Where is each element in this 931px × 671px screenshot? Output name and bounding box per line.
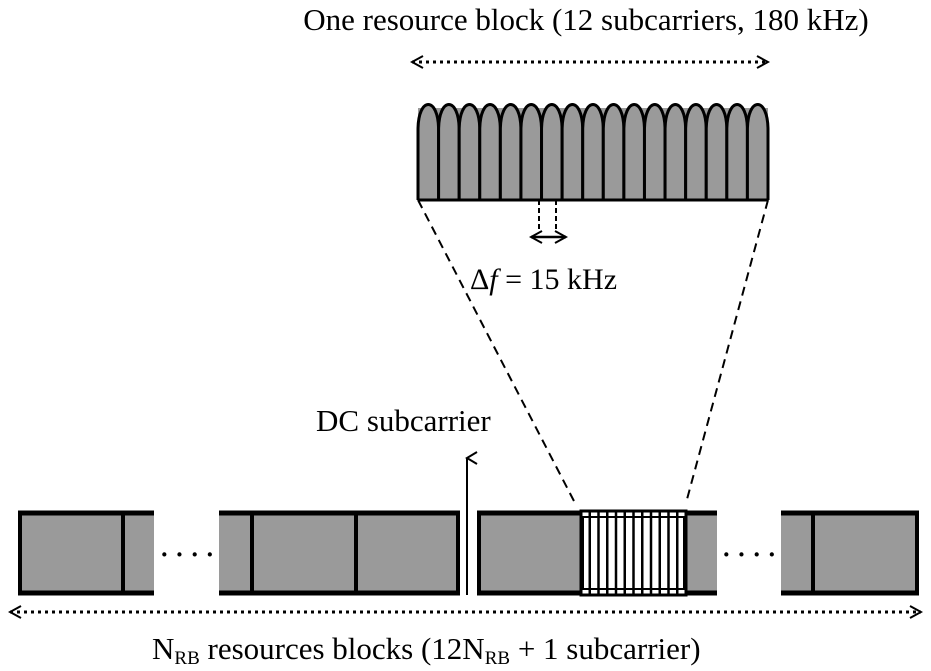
subcarrier-hump — [478, 103, 502, 200]
resource-block-row — [18, 509, 919, 597]
subcarrier-hump — [581, 103, 605, 200]
ellipsis-right: · · · · — [722, 540, 776, 569]
dc-subcarrier-label: DC subcarrier — [316, 403, 491, 438]
bandwidth-label-part1: N — [152, 631, 175, 666]
resource-block-segment — [18, 511, 154, 595]
subcarrier-hump — [560, 103, 585, 200]
resource-block-segment — [219, 511, 460, 595]
frequency-variable: f — [489, 263, 498, 296]
subcarrier-hump — [684, 103, 708, 200]
bandwidth-label-part3: + 1 subcarrier) — [510, 631, 701, 666]
subcarrier-hump — [457, 103, 482, 200]
subcarrier-spacing-label: Δf = 15 kHz — [470, 265, 617, 295]
subcarrier-hump — [725, 103, 749, 200]
spacing-value: = 15 kHz — [497, 263, 618, 296]
subcarrier-hump — [745, 103, 770, 200]
bandwidth-label: NRB resources blocks (12NRB + 1 subcarri… — [152, 633, 701, 668]
subcarrier-hump — [498, 103, 523, 200]
resource-block-segment — [781, 511, 919, 595]
subcarrier-hump — [437, 103, 461, 200]
zoom-line-left — [417, 199, 576, 504]
subcarrier-hump — [704, 103, 729, 200]
subcarrier-group — [416, 103, 770, 202]
subcarrier-hump — [663, 103, 688, 200]
zoom-line-right — [685, 199, 769, 504]
delta-symbol: Δ — [470, 263, 490, 296]
subcarrier-hump — [622, 103, 646, 200]
bandwidth-label-part2: resources blocks (12N — [199, 631, 485, 666]
subcarrier-hump — [601, 103, 626, 200]
bandwidth-label-sub2: RB — [484, 648, 511, 669]
subcarrier-hump — [642, 103, 667, 200]
subcarrier-hump — [416, 103, 441, 200]
subcarrier-hump — [519, 103, 544, 200]
ellipsis-left: · · · · — [160, 540, 214, 569]
subcarrier-hump — [540, 103, 564, 200]
resource-block-label: One resource block (12 subcarriers, 180 … — [303, 2, 869, 37]
zoomed-block-inner-frame — [582, 516, 685, 590]
bandwidth-label-sub1: RB — [174, 648, 200, 669]
